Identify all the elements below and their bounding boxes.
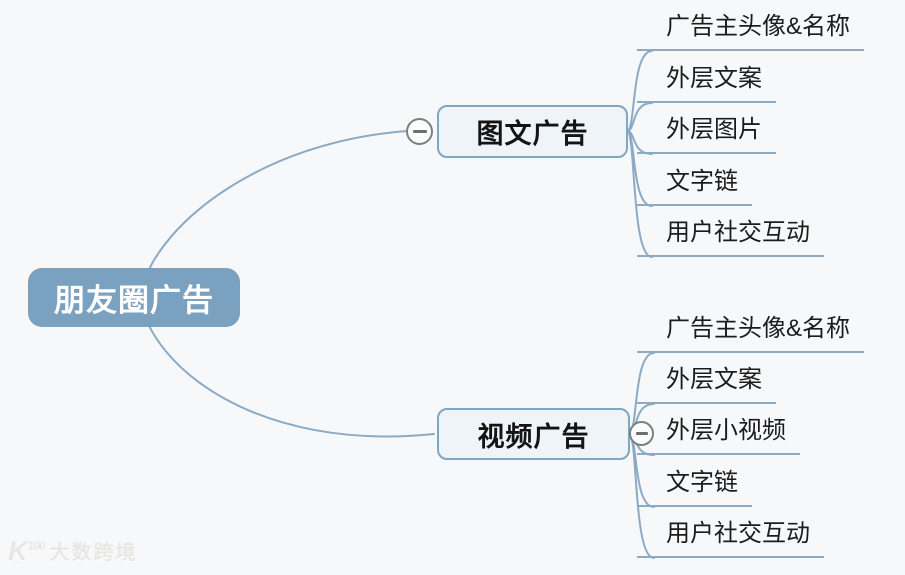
branch-topic-image-text-ads[interactable]: 图文广告: [437, 105, 628, 158]
connector-branch-top-child-0: [626, 50, 653, 132]
leaf-topic[interactable]: 外层图片: [637, 116, 776, 154]
connector-branch-top-child-4: [626, 130, 653, 258]
connector-root-to-branch-bottom: [139, 298, 435, 438]
leaf-topic[interactable]: 外层文案: [637, 366, 776, 404]
minus-icon: [412, 130, 427, 133]
collapse-button-branch-bottom[interactable]: [629, 421, 654, 446]
leaf-topic[interactable]: 用户社交互动: [637, 219, 824, 257]
root-topic[interactable]: 朋友圈广告: [28, 268, 240, 327]
leaf-topic[interactable]: 广告主头像&名称: [637, 13, 865, 51]
watermark-logo-main: K: [8, 536, 28, 566]
leaf-topic[interactable]: 广告主头像&名称: [637, 315, 865, 353]
leaf-topic[interactable]: 文字链: [637, 168, 752, 206]
minus-icon: [635, 432, 648, 435]
k100-logo-icon: K100: [8, 533, 46, 566]
leaf-topic[interactable]: 用户社交互动: [637, 520, 824, 558]
connector-branch-top-child-1: [626, 102, 653, 132]
branch-topic-video-ads[interactable]: 视频广告: [437, 408, 630, 460]
leaf-topic[interactable]: 外层文案: [637, 65, 776, 103]
watermark-logo-sup: 100: [27, 539, 46, 553]
collapse-button-branch-top[interactable]: [406, 118, 433, 145]
watermark-text: 大数跨境: [49, 542, 138, 564]
leaf-topic[interactable]: 文字链: [637, 469, 752, 507]
leaf-topic[interactable]: 外层小视频: [637, 417, 800, 455]
watermark: K100 大数跨境: [8, 533, 138, 565]
